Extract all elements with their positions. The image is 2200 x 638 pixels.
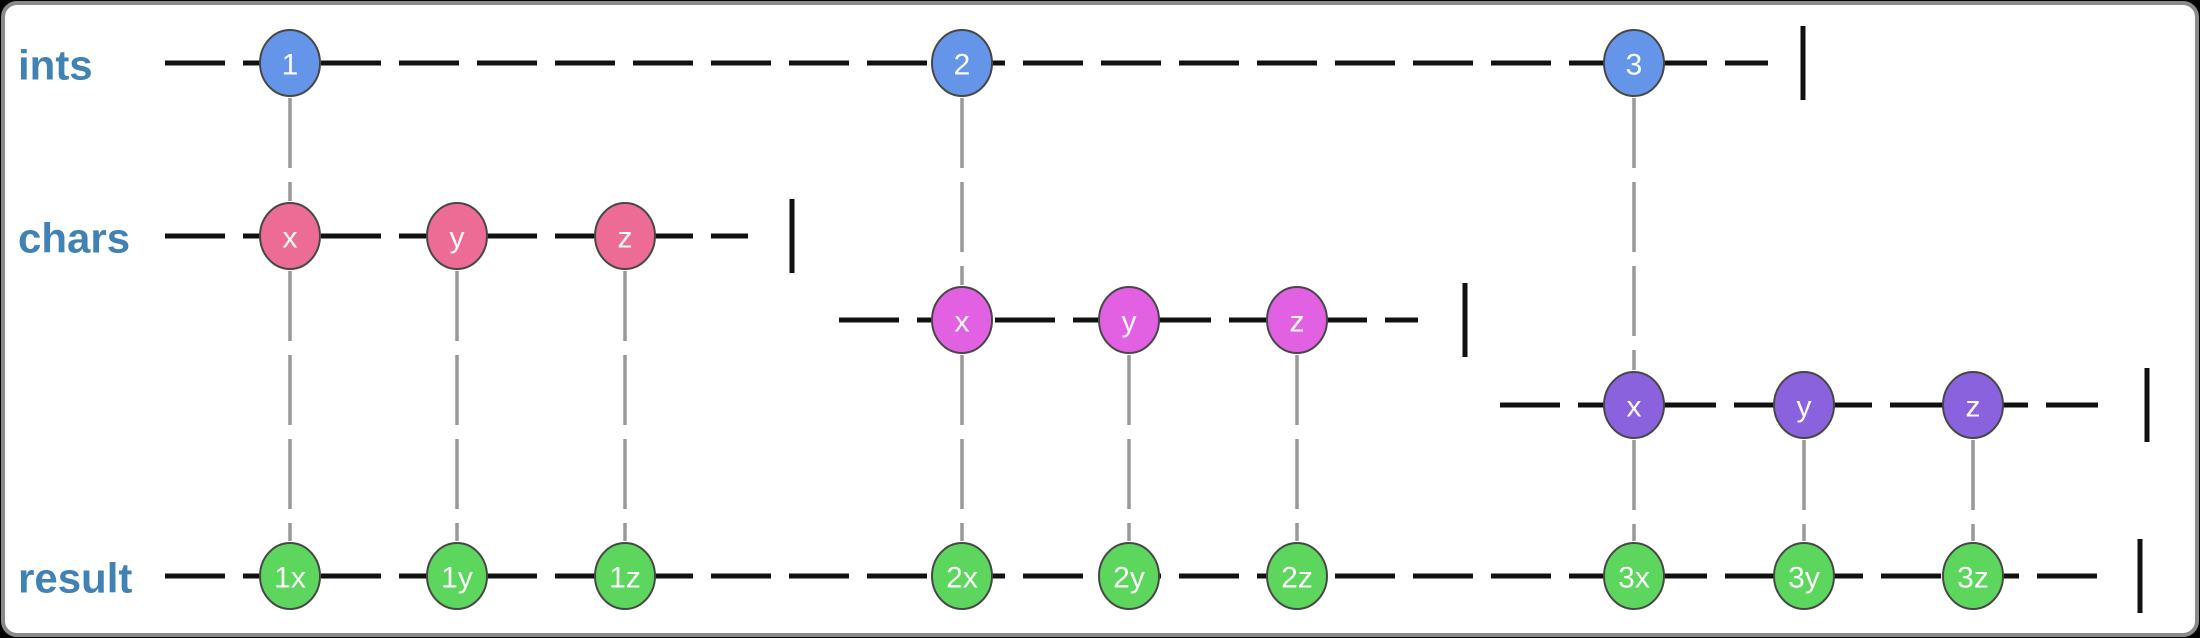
marble-inner-stream-2-z: z [1266,286,1328,354]
marble-circle [259,29,321,97]
marble-label: x [1627,391,1642,424]
marble-label: 3 [1626,49,1643,82]
marble-label: y [1797,391,1812,424]
marble-circle [1942,371,2004,439]
marble-circle [931,542,993,610]
marble-ints-1: 1 [259,29,321,97]
marble-label: 2x [946,562,978,595]
marble-circle [931,286,993,354]
marble-result-3z: 3z [1942,542,2004,610]
marble-result-3y: 3y [1773,542,1835,610]
marble-circle [426,542,488,610]
marble-result-2y: 2y [1098,542,1160,610]
marble-inner-stream-2-x: x [931,286,993,354]
marble-label: y [450,222,465,255]
marble-result-2z: 2z [1266,542,1328,610]
marble-label: z [1966,391,1981,424]
marble-label: 1y [441,562,473,595]
stream-label-result: result [18,555,132,602]
marble-result-3x: 3x [1603,542,1665,610]
marble-circle [1773,542,1835,610]
marble-label: 2z [1281,562,1313,595]
marble-circle [1098,286,1160,354]
marble-label: x [955,306,970,339]
marble-result-1z: 1z [594,542,656,610]
marble-circle [259,542,321,610]
marble-result-1y: 1y [426,542,488,610]
marble-circle [594,542,656,610]
marble-label: 3z [1957,562,1989,595]
marble-chars-z: z [594,202,656,270]
marble-result-1x: 1x [259,542,321,610]
marble-circle [1603,542,1665,610]
marble-label: 1x [274,562,306,595]
marble-label: 3y [1788,562,1820,595]
marble-label: x [283,222,298,255]
marble-label: 2 [954,49,971,82]
marble-circle [1098,542,1160,610]
marble-inner-stream-3-x: x [1603,371,1665,439]
marble-circle [1773,371,1835,439]
marble-circle [259,202,321,270]
marble-label: 1 [282,49,299,82]
marble-circle [931,29,993,97]
marble-circle [1266,542,1328,610]
marble-label: 3x [1618,562,1650,595]
marble-circle [1266,286,1328,354]
marble-ints-3: 3 [1603,29,1665,97]
marble-chars-x: x [259,202,321,270]
marble-chars-y: y [426,202,488,270]
marble-inner-stream-3-z: z [1942,371,2004,439]
stream-label-ints: ints [18,42,93,89]
marble-result-2x: 2x [931,542,993,610]
marble-label: 2y [1113,562,1145,595]
marble-inner-stream-3-y: y [1773,371,1835,439]
marble-label: z [1290,306,1305,339]
marble-circle [594,202,656,270]
marble-ints-2: 2 [931,29,993,97]
marble-circle [1603,29,1665,97]
marble-label: z [618,222,633,255]
stream-label-chars: chars [18,215,130,262]
marble-inner-stream-2-y: y [1098,286,1160,354]
marble-circle [1942,542,2004,610]
marble-label: y [1122,306,1137,339]
marble-label: 1z [609,562,641,595]
marble-circle [426,202,488,270]
marble-circle [1603,371,1665,439]
